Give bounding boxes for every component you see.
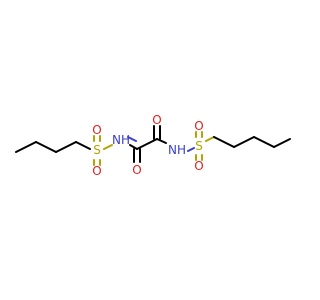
bond-right-s-c — [205, 136, 215, 142]
atom-s-right: S — [195, 139, 203, 153]
bond-right-butyl-3 — [253, 136, 275, 148]
atom-o-carbonyl-right: O — [152, 113, 161, 127]
bond-right-butyl-4 — [273, 138, 291, 148]
bond-right-c-n — [156, 138, 167, 144]
atom-o-carbonyl-left: O — [132, 163, 141, 177]
bond-right-butyl-1 — [213, 136, 235, 148]
bond-left-c-s — [75, 141, 91, 150]
bond-left-n-c-2 — [129, 144, 138, 150]
bond-left-s-n — [103, 144, 113, 150]
bond-left-butyl-2 — [35, 141, 57, 153]
bond-right-butyl-2 — [233, 136, 255, 148]
atom-s-left: S — [93, 143, 101, 157]
atom-o-right-top: O — [194, 119, 203, 133]
molecule-structure: S O O NH O O NH S O O — [15, 113, 291, 178]
bond-left-butyl-3 — [55, 141, 77, 153]
bond-left-butyl-1 — [15, 141, 37, 153]
bond-central-cc — [136, 138, 158, 150]
bond-left-n-c — [127, 136, 137, 142]
bond-right-n-s — [187, 147, 195, 152]
atom-o-right-bottom: O — [194, 159, 203, 173]
atom-nh-left: NH — [112, 133, 130, 147]
atom-nh-right: NH — [168, 143, 186, 157]
atom-o-left-top: O — [92, 123, 101, 137]
atom-o-left-bottom: O — [92, 164, 101, 178]
